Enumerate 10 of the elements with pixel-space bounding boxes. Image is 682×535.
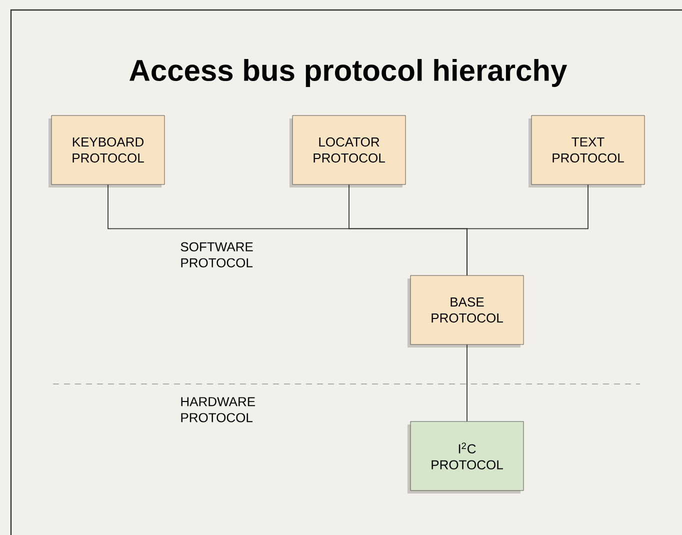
protocol-box: TEXT PROTOCOL bbox=[528, 115, 645, 188]
connector-line bbox=[466, 344, 468, 422]
protocol-box: BASE PROTOCOL bbox=[408, 275, 524, 348]
protocol-box: KEYBOARD PROTOCOL bbox=[48, 115, 165, 188]
layer-label: SOFTWARE PROTOCOL bbox=[180, 242, 253, 268]
protocol-box: I$^{2}$C PROTOCOL bbox=[408, 421, 524, 494]
layer-label: HARDWARE PROTOCOL bbox=[181, 397, 255, 422]
connector-line bbox=[466, 184, 588, 276]
protocol-box: LOCATOR PROTOCOL bbox=[290, 115, 406, 188]
title: Access bus protocol hierarchy bbox=[130, 59, 568, 87]
